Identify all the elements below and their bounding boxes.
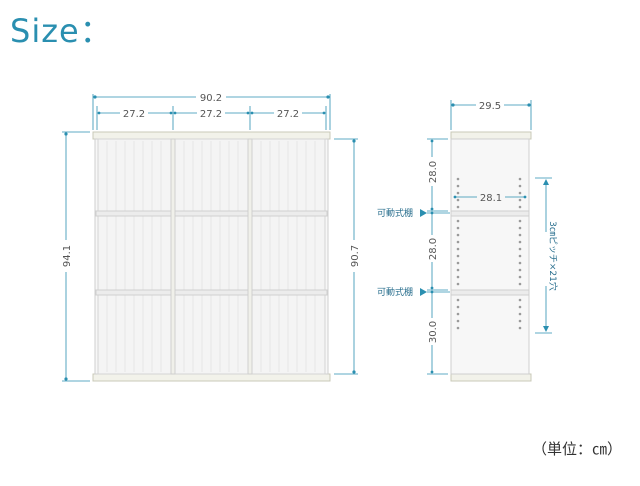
unit-note: （単位：㎝） <box>531 440 622 458</box>
adjustable-shelf-leaders <box>427 212 450 293</box>
side-dim-markers <box>420 103 549 374</box>
side-dimensions <box>427 100 552 375</box>
total-height-label: 94.1 <box>62 245 73 267</box>
shelf-holes <box>456 177 522 330</box>
front-view <box>92 131 331 382</box>
front-top-panel <box>92 131 331 140</box>
cell-width-label-1: 27.2 <box>123 109 145 120</box>
adjustable-shelf-label-2: 可動式棚 <box>377 286 413 298</box>
shelf-gap-label-3: 30.0 <box>428 321 439 343</box>
inner-height-label: 90.7 <box>350 245 361 267</box>
adjustable-shelf-arrow-2 <box>420 288 427 296</box>
depth-label: 29.5 <box>479 101 501 112</box>
cell-width-label-3: 27.2 <box>277 109 299 120</box>
hole-note-label: 3㎝ピッチ×21穴 <box>547 221 559 291</box>
front-dimensions <box>62 94 358 382</box>
page-title: Size： <box>10 12 113 50</box>
side-top-panel <box>450 131 532 140</box>
side-view <box>450 131 532 382</box>
front-shelves <box>95 210 328 296</box>
side-shelf-upper <box>450 210 530 217</box>
side-shelf-lower <box>450 289 530 296</box>
side-body <box>450 138 530 375</box>
adjustable-shelf-arrow-1 <box>420 209 427 217</box>
adjustable-shelf-label-1: 可動式棚 <box>377 207 413 219</box>
front-bottom-panel <box>92 373 331 382</box>
shelf-gap-label-2: 28.0 <box>428 238 439 260</box>
total-width-label: 90.2 <box>200 93 222 104</box>
front-dividers <box>170 138 253 375</box>
shelf-gap-label-1: 28.0 <box>428 161 439 183</box>
side-bottom-panel <box>450 373 532 382</box>
front-dim-markers <box>64 95 356 381</box>
cell-width-label-2: 27.2 <box>200 109 222 120</box>
inner-depth-label: 28.1 <box>480 193 502 204</box>
door-stripes <box>106 141 316 372</box>
